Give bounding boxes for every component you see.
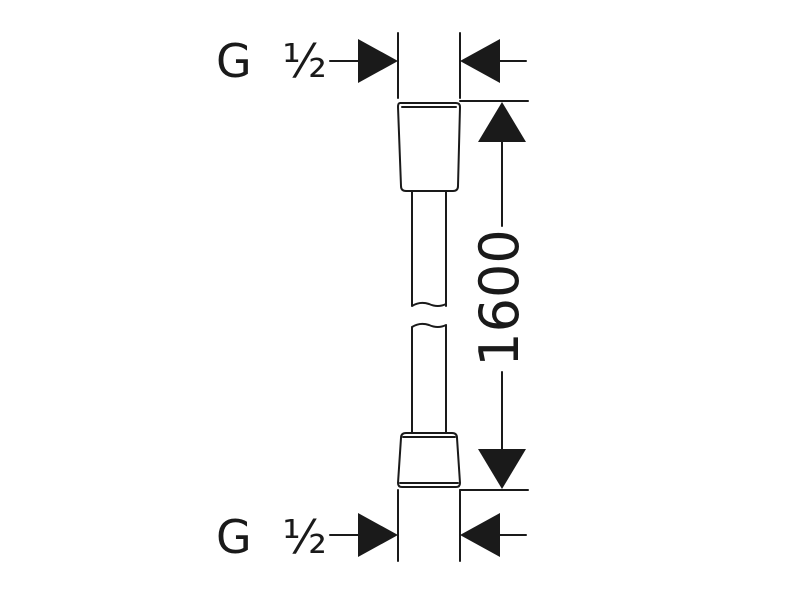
length-value: 1600 — [468, 229, 531, 367]
hose-lower — [411, 322, 447, 434]
top-thread-size: ½ — [282, 34, 327, 88]
bottom-thread-size: ½ — [282, 510, 327, 564]
top-thread-label: G ½ — [216, 38, 327, 84]
hose-upper — [411, 190, 447, 307]
top-arrow-right-icon — [358, 39, 398, 83]
bottom-nut — [397, 432, 461, 488]
top-thread-designation: G — [216, 34, 252, 88]
bottom-arrow-right-icon — [358, 513, 398, 557]
length-arrow-up-icon — [478, 102, 526, 142]
bottom-thread-designation: G — [216, 510, 252, 564]
top-nut — [397, 102, 461, 192]
top-arrow-left-icon — [460, 39, 500, 83]
length-arrow-down-icon — [478, 449, 526, 489]
bottom-thread-label: G ½ — [216, 514, 327, 560]
bottom-arrow-left-icon — [460, 513, 500, 557]
